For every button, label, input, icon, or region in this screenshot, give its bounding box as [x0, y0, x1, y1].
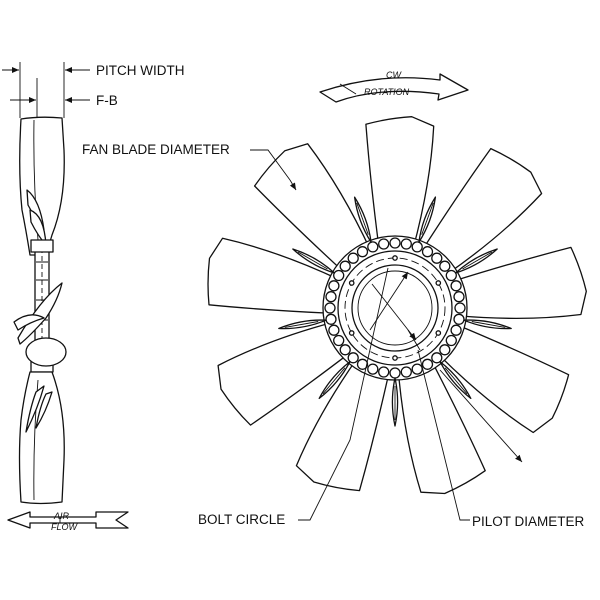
bolt-hole: [348, 330, 355, 336]
fan-side-view: [2, 62, 129, 529]
hub-bead: [339, 344, 351, 356]
hub-bead: [445, 334, 457, 347]
rib-centerline: [284, 321, 319, 328]
hub-bead: [411, 241, 423, 253]
rotation-arrow: [319, 73, 469, 103]
fan-blade: [217, 321, 352, 426]
hub-bead: [453, 291, 465, 303]
hub-bead: [431, 352, 443, 364]
hub-bead: [339, 260, 351, 272]
hub-bead: [356, 358, 369, 370]
hub-bead: [439, 260, 451, 272]
rib-centerline: [462, 251, 493, 270]
air-label: AIR: [53, 511, 70, 521]
hub-bead: [324, 302, 336, 314]
hub-bead: [450, 280, 462, 292]
fan-blade: [295, 356, 391, 492]
bolt-hole: [392, 255, 398, 261]
hub-bead: [328, 280, 340, 292]
hub-bead: [325, 291, 337, 303]
hub-bead: [454, 302, 466, 314]
fan-blade: [436, 323, 570, 434]
fan-blade: [450, 246, 587, 319]
hub-bead: [421, 358, 434, 370]
hub-bead: [367, 363, 379, 375]
hub-bead: [356, 246, 369, 258]
fan-blade: [365, 116, 435, 250]
hub-bead: [367, 241, 379, 253]
bolt-hole: [435, 280, 442, 286]
hub-bead: [450, 324, 462, 336]
hub-bead: [431, 252, 443, 264]
hub-bead: [411, 363, 423, 375]
hub-bead: [445, 269, 457, 282]
hub-bead: [421, 246, 434, 258]
bolt-hole: [435, 330, 442, 336]
fan-blade: [207, 237, 341, 315]
hub-bead: [325, 313, 337, 325]
fan-front-view: [207, 73, 587, 495]
bolt-hole: [392, 355, 398, 361]
rib-centerline: [421, 202, 434, 235]
hub-bead: [400, 366, 412, 378]
hub-bead: [378, 366, 390, 378]
hub-bead: [328, 324, 340, 336]
hub-bead: [389, 237, 401, 249]
pitch-width-label: PITCH WIDTH: [96, 63, 185, 78]
pilot-bore: [351, 264, 439, 352]
hub-bead: [333, 269, 345, 282]
bolt-hole: [348, 280, 355, 286]
f-b-label: F-B: [96, 93, 118, 108]
pilot-diameter-label: PILOT DIAMETER: [472, 514, 585, 529]
hub-bead: [347, 352, 359, 364]
rib-centerline: [444, 367, 468, 395]
hub-bead: [400, 238, 412, 250]
hub-bead: [333, 334, 345, 347]
bolt-circle-label: BOLT CIRCLE: [198, 512, 285, 527]
rib-centerline: [471, 321, 506, 328]
hub-bead: [378, 238, 390, 250]
fan-blade: [397, 358, 486, 495]
hub-bead: [389, 367, 401, 379]
rib-centerline: [322, 367, 346, 395]
hub-bead-ring: [324, 237, 466, 379]
leader-lines: [250, 149, 523, 521]
hub-bead: [453, 313, 465, 325]
rib-centerline: [356, 202, 369, 235]
fan-blade: [253, 143, 372, 274]
cw-label: CW: [386, 70, 402, 80]
hub-bead: [439, 344, 451, 356]
fan-blade-diameter-label: FAN BLADE DIAMETER: [82, 142, 230, 157]
rotation-label: ROTATION: [364, 87, 410, 97]
rib-centerline: [297, 251, 328, 270]
hub-bead: [347, 252, 359, 264]
fan-blade: [420, 147, 543, 275]
flow-label: FLOW: [51, 522, 79, 532]
bolt-holes: [348, 255, 442, 361]
